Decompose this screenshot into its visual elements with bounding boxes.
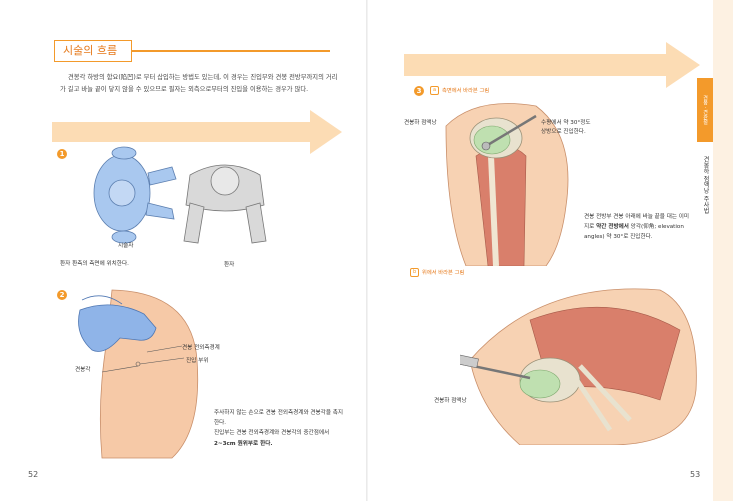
label-doctor: 시술자 <box>118 243 134 249</box>
label-patient: 환자 <box>224 262 235 268</box>
step3-text-b: 약간 전방에서 <box>596 224 629 231</box>
section-title-rule <box>132 50 330 52</box>
arrow-band-right <box>404 42 700 88</box>
page-number-right: 53 <box>690 470 701 479</box>
tag-a: a <box>430 86 440 95</box>
shoulder-palpation-illustration <box>78 289 199 459</box>
label-entry-site: 진입 부위 <box>186 358 209 364</box>
step3-text: 견봉 전방부 견봉 아래에 바늘 끝을 대는 이미지로 약간 전방에서 앙각(仰… <box>584 212 690 243</box>
label-needle-angle-1: 수평에서 약 30°정도 <box>541 120 591 126</box>
top-view-illustration <box>93 146 267 244</box>
step-number-1: 1 <box>57 149 67 159</box>
view-b-title: 위에서 바라본 그림 <box>422 270 465 276</box>
intro-paragraph: 견봉각 하방의 함요(陷凹)로 부터 삽입하는 방법도 있는데, 이 경우는 진… <box>60 74 338 94</box>
view-a-title: 측면에서 바라본 그림 <box>442 88 490 94</box>
step2-text-1: 주사하지 않는 손으로 견봉 전외측경계와 견봉각을 촉지한다. <box>214 410 344 427</box>
section-title: 시술의 흐름 <box>54 40 132 62</box>
page-number-left: 52 <box>28 470 39 479</box>
step2-text-2b: 2~3cm 원위부로 한다. <box>214 440 273 447</box>
step2-text: 주사하지 않는 손으로 견봉 전외측경계와 견봉각을 촉지한다. 진입부는 견봉… <box>214 408 348 449</box>
step-number-2: 2 <box>57 290 67 300</box>
arrow-band-left <box>52 110 342 154</box>
label-bursa-a: 견봉하 점액낭 <box>404 120 437 126</box>
label-needle-angle-2: 상방으로 진입한다. <box>541 129 586 135</box>
side-view-illustration <box>445 103 569 266</box>
tag-b: b <box>410 268 420 277</box>
label-bursa-b: 견봉하 점액낭 <box>434 398 467 404</box>
step-number-3: 3 <box>414 86 424 96</box>
label-acromion-border: 견봉 전외측경계 <box>182 345 220 351</box>
page-fold <box>366 0 368 501</box>
step3-text-a: 견봉 전방부 견봉 아래에 바늘 끝을 대는 이미지로 <box>584 214 690 231</box>
chapter-title: 견봉하 점액낭 주사법 <box>702 156 709 214</box>
side-bar <box>713 0 733 501</box>
top-view-shoulder-illustration <box>460 288 697 445</box>
step1-caption: 환자 환측의 측면에 위치한다. <box>60 261 129 267</box>
label-acromial-angle: 견봉각 <box>75 367 91 373</box>
chapter-tab: 견봉 · 견관절 <box>697 78 713 142</box>
step3-text-c: 앙각(仰角; elevation angles) 약 30°로 진입한다. <box>584 224 684 241</box>
step2-text-2a: 진입부는 견봉 전외측경계와 견봉각의 중간점에서 <box>214 430 330 437</box>
